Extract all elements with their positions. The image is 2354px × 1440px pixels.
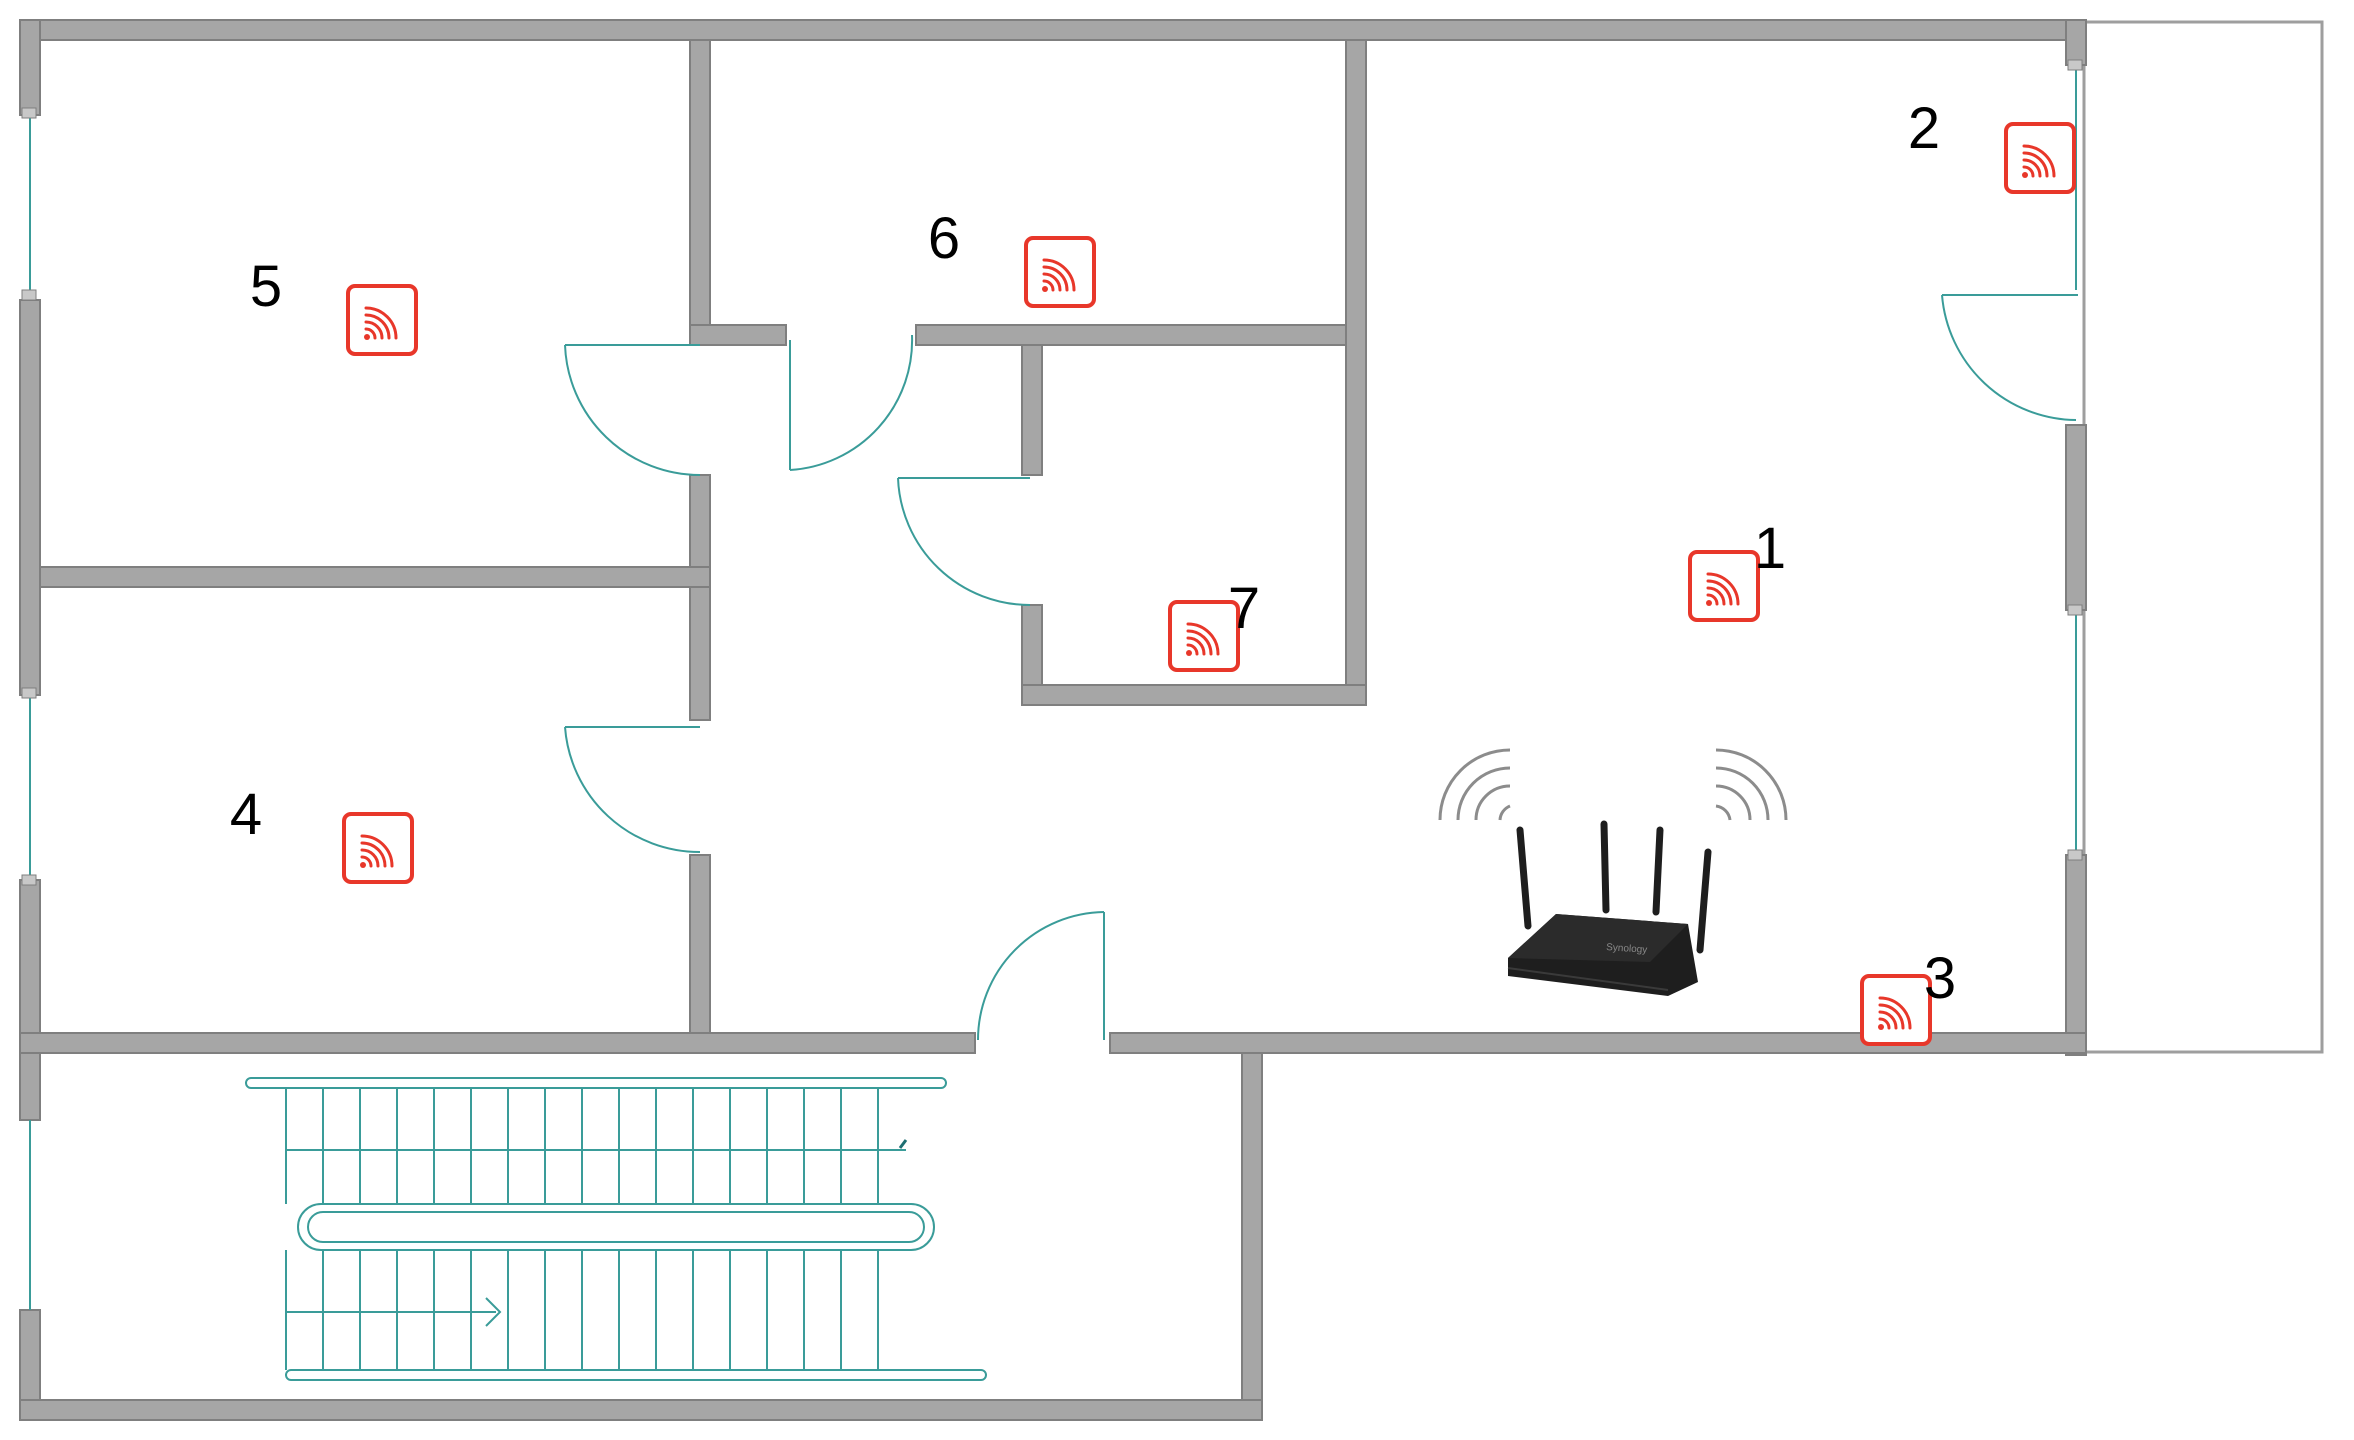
wireless-router-icon: Synology [1507,820,1712,996]
sensor-label: 1 [1754,516,1786,581]
wall-interior [1021,684,1367,706]
sensor-6: 6 [928,206,1096,308]
door[interactable] [789,334,914,471]
sensor-label: 3 [1924,946,1956,1011]
door[interactable] [564,726,701,854]
staircase [245,1077,987,1381]
sensor-5: 5 [250,254,418,356]
sensor-label: 6 [928,206,960,271]
windows [21,59,2083,1310]
wall-interior [39,566,711,588]
wall-top [19,19,2085,41]
stair-rail [285,1369,987,1381]
wall-interior [1021,344,1043,476]
wall-interior [689,39,711,346]
sensor-label: 4 [230,782,262,847]
door[interactable] [564,344,701,476]
stair-landing-rail [297,1203,935,1251]
wall-interior [689,854,711,1046]
door[interactable] [1941,294,2078,421]
router-signal-waves [1438,748,1788,821]
stair-rail [245,1077,947,1089]
door[interactable] [897,477,1031,606]
sensor-7: 7 [1168,576,1260,672]
sensor-3: 3 [1860,946,1956,1046]
sensor-label: 7 [1228,576,1260,641]
wall-right [2065,424,2087,611]
doors [564,294,2078,1041]
router: Synology [1438,748,1788,996]
wall-right [2065,854,2087,1056]
wall-stair [1241,1052,1263,1421]
wall-interior [689,324,787,346]
sensor-2: 2 [1908,96,2076,194]
walls [19,19,2324,1421]
balcony-floor [2088,42,2310,1032]
wall-left [19,879,41,1121]
wall-interior [19,1032,976,1054]
wall-interior [1345,39,1367,706]
stair-landing-rail [307,1211,925,1243]
wall-left [19,19,41,116]
wall-interior [689,586,711,721]
svg-text:Synology: Synology [1606,942,1648,956]
wall-interior [1109,1032,2087,1054]
wall-left [19,299,41,696]
wall-right [2065,19,2087,66]
wall-bottom [19,1399,1263,1421]
sensor-label: 2 [1908,96,1940,161]
wall-interior [915,324,1347,346]
sensor-label: 5 [250,254,282,319]
sensors: 1 2 3 4 5 6 7 [230,96,2076,1046]
sensor-1: 1 [1688,516,1786,622]
door[interactable] [977,911,1105,1041]
sensor-4: 4 [230,782,414,884]
